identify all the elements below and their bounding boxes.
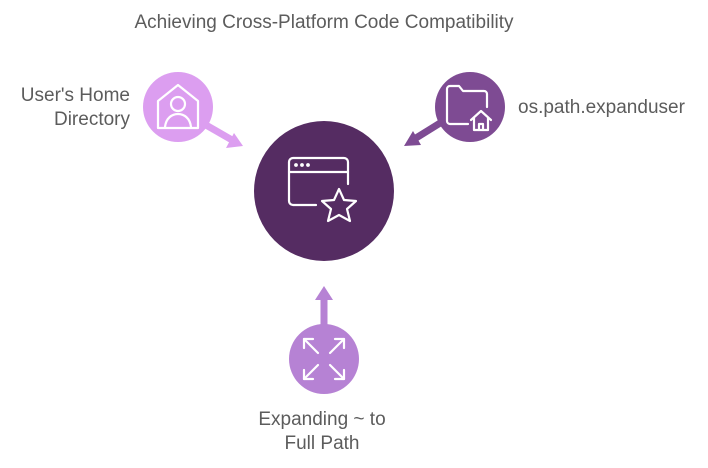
label-expanding-to-full-path: Expanding ~ to Full Path xyxy=(222,408,422,456)
app-window-star-icon xyxy=(287,156,358,223)
right-circle xyxy=(435,72,505,142)
user-home-icon xyxy=(156,83,200,130)
bottom-node xyxy=(289,286,359,394)
label-users-home-directory: User's Home Directory xyxy=(0,84,130,132)
bottom-arrow-head xyxy=(315,286,333,300)
diagram-title: Achieving Cross-Platform Code Compatibil… xyxy=(134,12,514,33)
center-node xyxy=(254,121,394,261)
label-line: User's Home xyxy=(20,85,130,106)
label-os-path-expanduser: os.path.expanduser xyxy=(518,96,708,120)
right-arrow-head xyxy=(404,131,421,146)
label-line: Full Path xyxy=(284,433,360,454)
expand-arrows-icon xyxy=(302,337,346,381)
label-line: Expanding ~ to xyxy=(258,409,386,430)
left-arrow-head xyxy=(226,133,243,148)
center-circle xyxy=(254,121,394,261)
right-node xyxy=(404,72,505,146)
left-circle xyxy=(143,72,213,142)
left-node xyxy=(143,72,243,148)
label-line: os.path.expanduser xyxy=(518,97,685,118)
label-line: Directory xyxy=(53,109,130,130)
folder-home-icon xyxy=(445,84,493,132)
bottom-circle xyxy=(289,324,359,394)
